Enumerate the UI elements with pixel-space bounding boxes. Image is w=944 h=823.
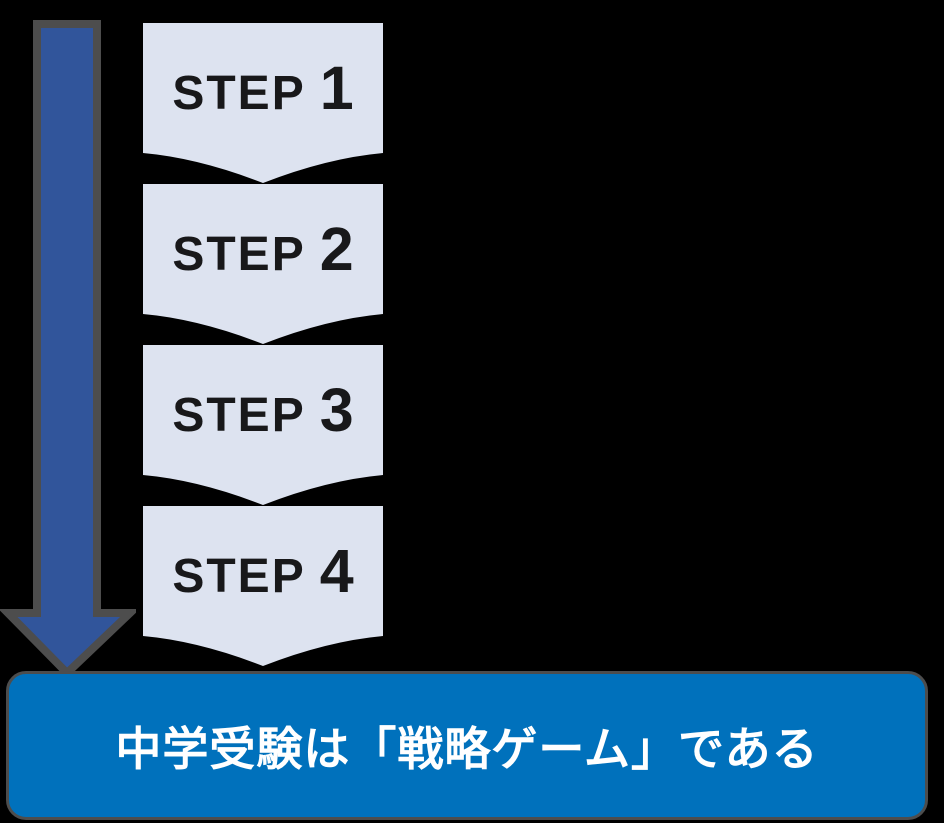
step-label-inner: STEP 4 — [172, 536, 354, 605]
step-label: STEP 2 — [143, 184, 383, 314]
step-box-shape — [143, 23, 383, 183]
step-label-inner: STEP 2 — [172, 214, 354, 283]
step-number: 2 — [319, 214, 354, 283]
down-arrow-shape — [0, 20, 136, 676]
step-box-4: STEP 4 — [143, 506, 383, 668]
step-box-ribbon — [143, 506, 383, 666]
step-box-ribbon — [143, 23, 383, 183]
step-label: STEP 4 — [143, 506, 383, 636]
step-box-3: STEP 3 — [143, 345, 383, 507]
step-label-inner: STEP 3 — [172, 375, 354, 444]
conclusion-text: 中学受験は「戦略ゲーム」である — [115, 722, 819, 775]
step-box-ribbon — [143, 184, 383, 344]
step-box-ribbon — [143, 345, 383, 505]
step-word: STEP — [172, 549, 306, 603]
step-word: STEP — [172, 388, 306, 442]
step-number: 3 — [319, 375, 354, 444]
step-number: 4 — [319, 536, 354, 605]
step-box-shape — [143, 345, 383, 505]
step-word: STEP — [172, 227, 306, 281]
step-word: STEP — [172, 66, 306, 120]
down-arrow-icon — [0, 20, 136, 676]
step-label: STEP 1 — [143, 23, 383, 153]
step-box-shape — [143, 506, 383, 666]
step-box-1: STEP 1 — [143, 23, 383, 185]
conclusion-banner: 中学受験は「戦略ゲーム」である — [6, 671, 928, 820]
step-label-inner: STEP 1 — [172, 53, 354, 122]
step-box-2: STEP 2 — [143, 184, 383, 346]
step-box-shape — [143, 184, 383, 344]
step-number: 1 — [319, 53, 354, 122]
step-label: STEP 3 — [143, 345, 383, 475]
